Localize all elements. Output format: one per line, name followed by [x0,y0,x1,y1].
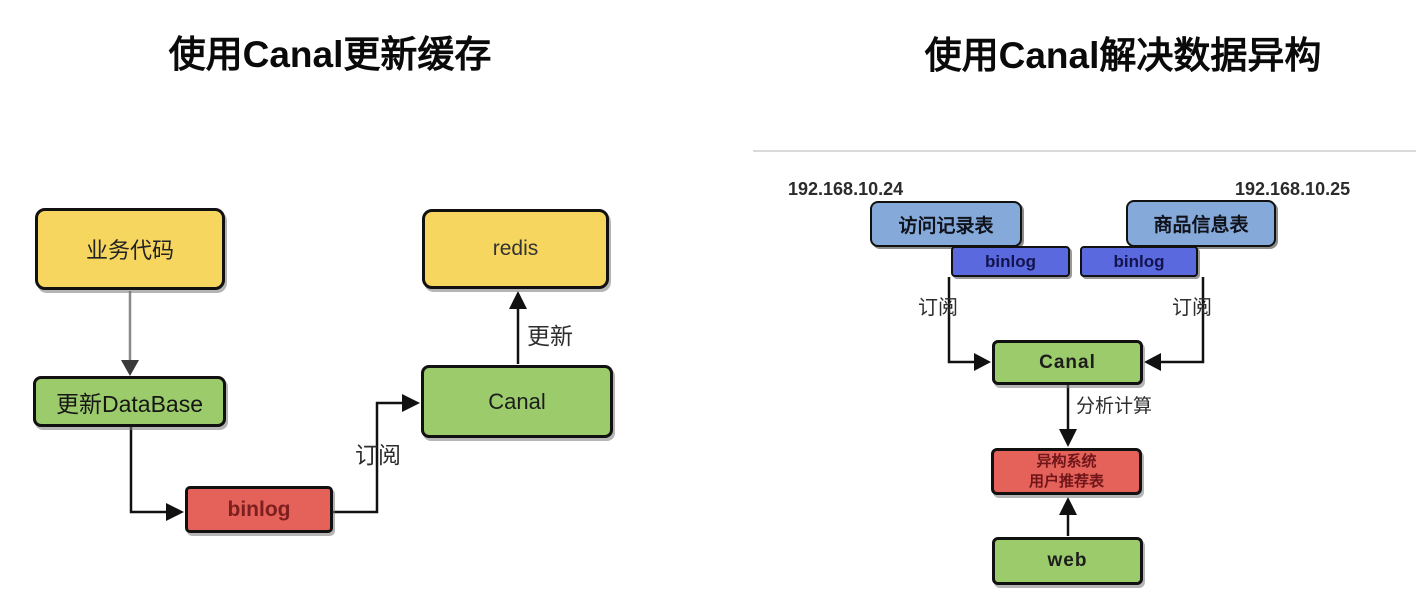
ip-address-left: 192.168.10.24 [788,179,904,199]
node-access-log-table: 访问记录表 [870,201,1022,247]
arrowhead-web-to-hetero [1059,497,1077,515]
hetero-system-line1: 异构系统 [1036,453,1097,470]
edge-label-subscribe-right-diagram-right: 订阅 [1172,297,1212,319]
edge-label-update: 更新 [527,323,573,349]
arrowhead-business-to-database [121,360,139,376]
edge-label-subscribe-left-diagram: 订阅 [355,442,401,468]
edge-label-subscribe-right-diagram-left: 订阅 [918,297,958,319]
hetero-system-line2: 用户推荐表 [1028,472,1104,490]
node-canal-right-diagram: Canal [992,340,1143,385]
ip-address-right: 192.168.10.25 [1235,179,1351,199]
arrowhead-canal-to-redis [509,291,527,309]
node-binlog-right-diagram-left: binlog [951,246,1070,277]
arrowhead-binlog-left-to-canal [974,353,991,371]
arrow-database-to-binlog [129,427,166,514]
right-diagram-title: 使用Canal解决数据异构 [924,35,1322,76]
arrowhead-canal-to-hetero [1059,429,1077,447]
node-hetero-system-table: 异构系统 用户推荐表 [991,448,1142,495]
node-product-info-table: 商品信息表 [1126,200,1276,247]
horizontal-divider [753,150,1416,152]
node-redis: redis [422,209,609,289]
node-binlog-left-diagram: binlog [185,486,333,533]
arrowhead-database-to-binlog [166,503,184,521]
arrowhead-binlog-to-canal [402,394,420,412]
node-binlog-right-diagram-right: binlog [1080,246,1198,277]
node-web: web [992,537,1143,585]
edge-label-analyze-compute: 分析计算 [1076,396,1153,417]
node-update-database: 更新DataBase [33,376,226,427]
node-business-code: 业务代码 [35,208,225,290]
arrowhead-binlog-right-to-canal [1144,353,1161,371]
left-diagram-title: 使用Canal更新缓存 [168,34,492,75]
node-canal-left-diagram: Canal [421,365,613,438]
